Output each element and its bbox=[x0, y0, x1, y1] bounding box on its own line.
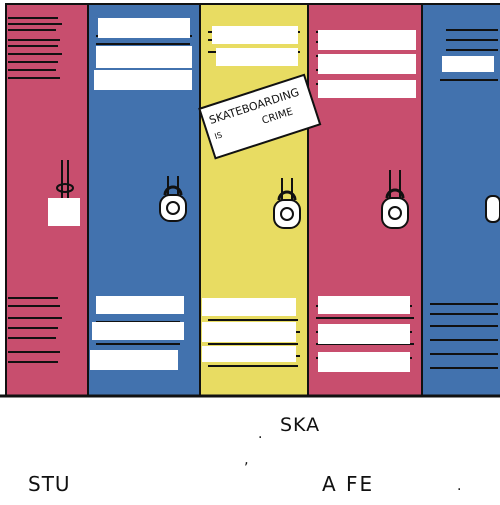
sticker-text-2: IS bbox=[213, 130, 223, 141]
locker-labels bbox=[48, 18, 494, 372]
tick-mark: . bbox=[457, 478, 462, 494]
caption-top: SKA bbox=[280, 414, 321, 436]
padlock-icon bbox=[273, 190, 301, 229]
caption-bottom-right: A FE bbox=[322, 472, 375, 496]
padlock-icon bbox=[159, 185, 187, 222]
tick-mark: ‚ bbox=[244, 452, 249, 468]
padlock-icon bbox=[381, 188, 409, 229]
padlock-icon bbox=[485, 195, 500, 223]
lockers-illustration: SKATEBOARDING IS CRIME bbox=[0, 3, 500, 398]
caption-bottom-left: STU bbox=[28, 472, 71, 496]
tick-mark: · bbox=[258, 430, 263, 446]
